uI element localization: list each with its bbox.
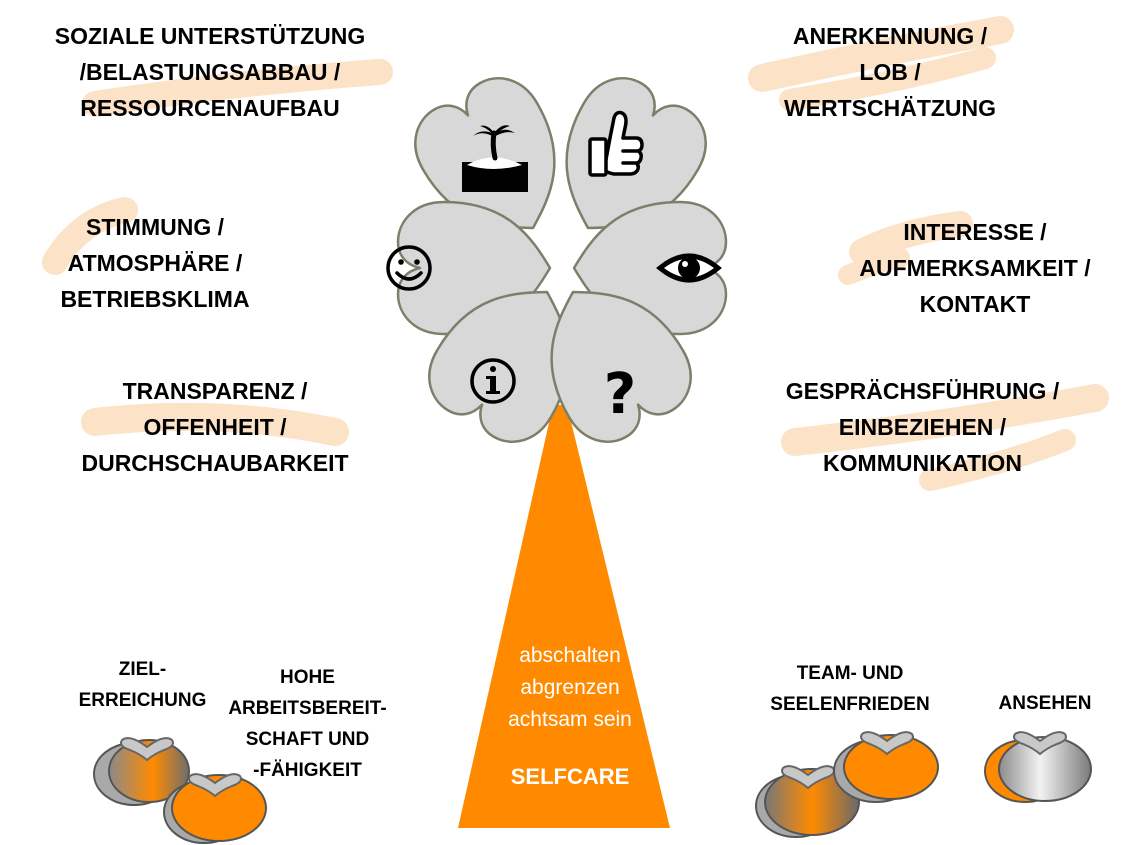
label-line: BETRIEBSKLIMA	[60, 286, 250, 312]
label-line: KOMMUNIKATION	[823, 450, 1022, 476]
label-line: ATMOSPHÄRE /	[67, 250, 243, 276]
label-line: INTERESSE /	[903, 219, 1047, 245]
highlight-stroke-mid-right	[849, 211, 973, 265]
trunk-title-selfcare: SELFCARE	[510, 764, 630, 789]
label-line: SEELENFRIEDEN	[770, 694, 930, 715]
info-icon	[470, 358, 516, 404]
fruit-ziel-erreichung	[93, 737, 190, 806]
label-line: SOZIALE UNTERSTÜTZUNG	[54, 23, 366, 49]
label-line: ERREICHUNG	[78, 690, 207, 711]
label-line: /BELASTUNGSABBAU /	[79, 59, 341, 85]
label-line: LOB /	[859, 59, 921, 85]
label-stimmung: STIMMUNG / ATMOSPHÄRE / BETRIEBSKLIMA	[25, 209, 285, 317]
highlight-stroke-top-right-2	[779, 47, 996, 111]
label-gespraechsfuehrung: GESPRÄCHSFÜHRUNG / EINBEZIEHEN / KOMMUNI…	[765, 373, 1080, 481]
question-icon: ?	[604, 362, 636, 427]
trunk-line-abschalten: abschalten	[519, 644, 621, 667]
label-line: AUFMERKSAMKEIT /	[859, 255, 1091, 281]
label-line: OFFENHEIT /	[143, 414, 287, 440]
highlight-stroke-low-left	[81, 402, 349, 446]
tree-trunk	[458, 405, 670, 828]
island-icon	[462, 125, 528, 192]
label-line: ZIEL-	[118, 659, 167, 680]
fruit-teamfrieden-back	[755, 765, 860, 838]
highlight-strokes	[42, 16, 1109, 491]
label-soziale-unterstuetzung: SOZIALE UNTERSTÜTZUNG /BELASTUNGSABBAU /…	[30, 18, 390, 126]
label-line: -FÄHIGKEIT	[253, 760, 362, 781]
label-line: EINBEZIEHEN /	[838, 414, 1007, 440]
label-line: STIMMUNG /	[86, 214, 224, 240]
highlight-stroke-top-right	[748, 16, 1014, 92]
trunk-line-achtsam: achtsam sein	[508, 708, 632, 731]
label-ansehen: ANSEHEN	[975, 688, 1115, 719]
leaf-question	[550, 290, 692, 443]
label-line: WERTSCHÄTZUNG	[783, 95, 997, 121]
label-line: TEAM- UND	[796, 663, 904, 684]
svg-text:?: ?	[604, 362, 636, 427]
smiley-icon	[386, 245, 432, 291]
eye-icon	[656, 253, 722, 283]
highlight-stroke-low-right	[781, 384, 1109, 456]
label-line: KONTAKT	[919, 291, 1031, 317]
label-line: ANERKENNUNG /	[792, 23, 988, 49]
highlight-stroke-mid-left	[42, 197, 138, 275]
label-arbeitsbereitschaft: HOHE ARBEITSBEREIT- SCHAFT UND -FÄHIGKEI…	[210, 662, 405, 786]
label-line: HOHE	[280, 667, 335, 688]
label-line: TRANSPARENZ /	[122, 378, 308, 404]
trunk-line-abgrenzen: abgrenzen	[520, 676, 620, 699]
highlight-stroke-low-right-2	[919, 429, 1076, 491]
label-line: DURCHSCHAUBARKEIT	[81, 450, 349, 476]
label-team-seelenfrieden: TEAM- UND SEELENFRIEDEN	[740, 658, 960, 720]
label-anerkennung: ANERKENNUNG / LOB / WERTSCHÄTZUNG	[740, 18, 1040, 126]
fruit-ansehen	[984, 731, 1092, 803]
label-line: GESPRÄCHSFÜHRUNG /	[785, 378, 1060, 404]
fruit-seelenfrieden	[833, 731, 939, 803]
trunk-label: abschalten abgrenzen achtsam sein SELFCA…	[470, 640, 670, 790]
label-line: ANSEHEN	[998, 693, 1092, 714]
fruit-arbeitsbereitschaft	[163, 773, 267, 844]
thumbs-up-icon	[588, 110, 644, 177]
label-line: ARBEITSBEREIT-	[228, 698, 387, 719]
label-transparenz: TRANSPARENZ / OFFENHEIT / DURCHSCHAUBARK…	[60, 373, 370, 481]
label-line: SCHAFT UND	[245, 729, 370, 750]
label-line: RESSOURCENAUFBAU	[80, 95, 340, 121]
label-ziel-erreichung: ZIEL- ERREICHUNG	[60, 654, 225, 716]
highlight-stroke-top-left	[82, 59, 393, 117]
label-interesse: INTERESSE / AUFMERKSAMKEIT / KONTAKT	[835, 214, 1115, 322]
highlight-stroke-mid-right-2	[838, 248, 910, 285]
